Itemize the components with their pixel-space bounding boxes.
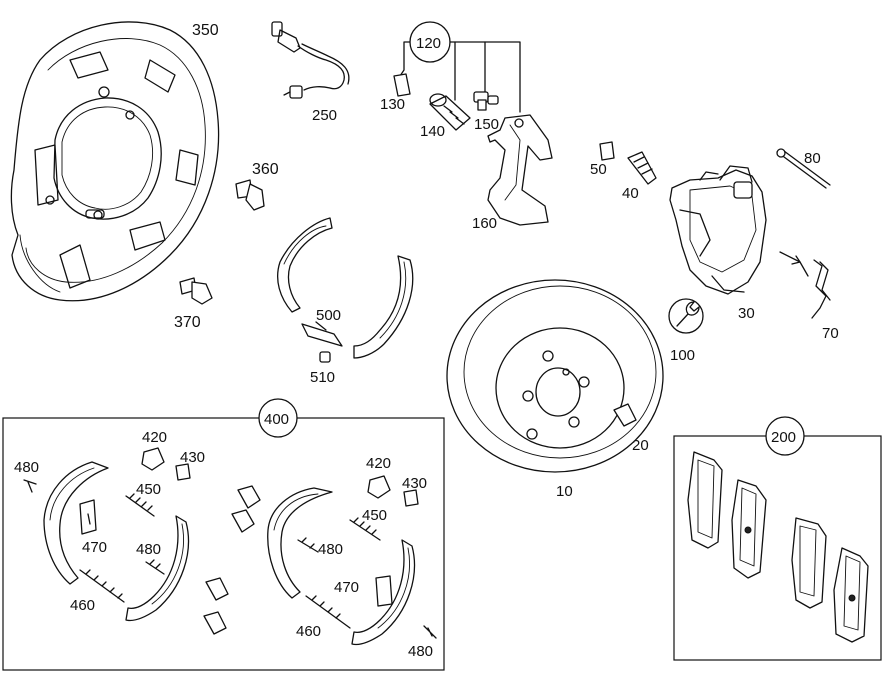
kit-200-brake-pads [687, 451, 869, 643]
part-160-caliper-carrier [487, 114, 553, 226]
label-250: 250 [312, 107, 337, 124]
part-30-caliper [669, 165, 767, 295]
part-130-guide-pin [393, 73, 411, 97]
label-150: 150 [474, 116, 499, 133]
label-370: 370 [174, 314, 201, 331]
label-120: 120 [416, 35, 441, 52]
label-510: 510 [310, 369, 335, 386]
part-40-bleeder [627, 151, 657, 185]
part-50-cap [599, 141, 615, 161]
label-100: 100 [670, 347, 695, 364]
part-370-bolt [179, 277, 213, 305]
part-500-parking-brake-shoes [277, 217, 414, 359]
kit-400-center-bolts [203, 485, 261, 635]
label-kit2-460: 460 [296, 623, 321, 640]
label-50: 50 [590, 161, 607, 178]
kit-400-right-shoes [267, 487, 416, 646]
part-510-adjuster [319, 351, 331, 363]
kit-400-right-adjuster [367, 475, 419, 507]
label-360: 360 [252, 161, 279, 178]
label-kit1-470: 470 [82, 539, 107, 556]
label-kit2-470: 470 [334, 579, 359, 596]
part-140-boot [429, 93, 471, 131]
label-40: 40 [622, 185, 639, 202]
label-10: 10 [556, 483, 573, 500]
part-70-spring-clip [779, 251, 831, 319]
kit-400-left-adjuster [141, 447, 191, 481]
part-350-dust-shield [10, 21, 220, 302]
part-100-wrench-symbol [668, 298, 704, 334]
part-10-brake-disc [446, 279, 664, 473]
label-kit1-460: 460 [70, 597, 95, 614]
label-160: 160 [472, 215, 497, 232]
part-labels: 350 250 120 130 140 150 160 50 40 80 360… [14, 22, 839, 660]
part-80-pin [776, 148, 831, 189]
label-80: 80 [804, 150, 821, 167]
label-kit1-450: 450 [136, 481, 161, 498]
kit-200-box [673, 416, 882, 661]
kit-400-right-springs [297, 517, 437, 639]
label-130: 130 [380, 96, 405, 113]
label-kit2-420: 420 [366, 455, 391, 472]
part-360-bolt [235, 179, 265, 211]
label-70: 70 [822, 325, 839, 342]
label-350: 350 [192, 22, 219, 39]
part-20-wheel-bolt [613, 403, 637, 427]
label-30: 30 [738, 305, 755, 322]
kit-400-box [2, 398, 445, 671]
kit-400-left-springs [23, 479, 165, 603]
label-500: 500 [316, 307, 341, 324]
label-kit2-480-bottom: 480 [408, 643, 433, 660]
label-kit2-430: 430 [402, 475, 427, 492]
label-200: 200 [771, 429, 796, 446]
label-kit1-420: 420 [142, 429, 167, 446]
label-kit1-430: 430 [180, 449, 205, 466]
label-kit2-450: 450 [362, 507, 387, 524]
part-250-wear-sensor [271, 21, 350, 99]
label-20: 20 [632, 437, 649, 454]
label-kit1-480-top: 480 [14, 459, 39, 476]
part-150-bolts [473, 91, 499, 111]
label-140: 140 [420, 123, 445, 140]
kit-400-left-shoes [43, 461, 190, 622]
label-kit1-480-mid: 480 [136, 541, 161, 558]
label-kit2-480-mid: 480 [318, 541, 343, 558]
part-120-group [399, 21, 521, 113]
label-400: 400 [264, 411, 289, 428]
